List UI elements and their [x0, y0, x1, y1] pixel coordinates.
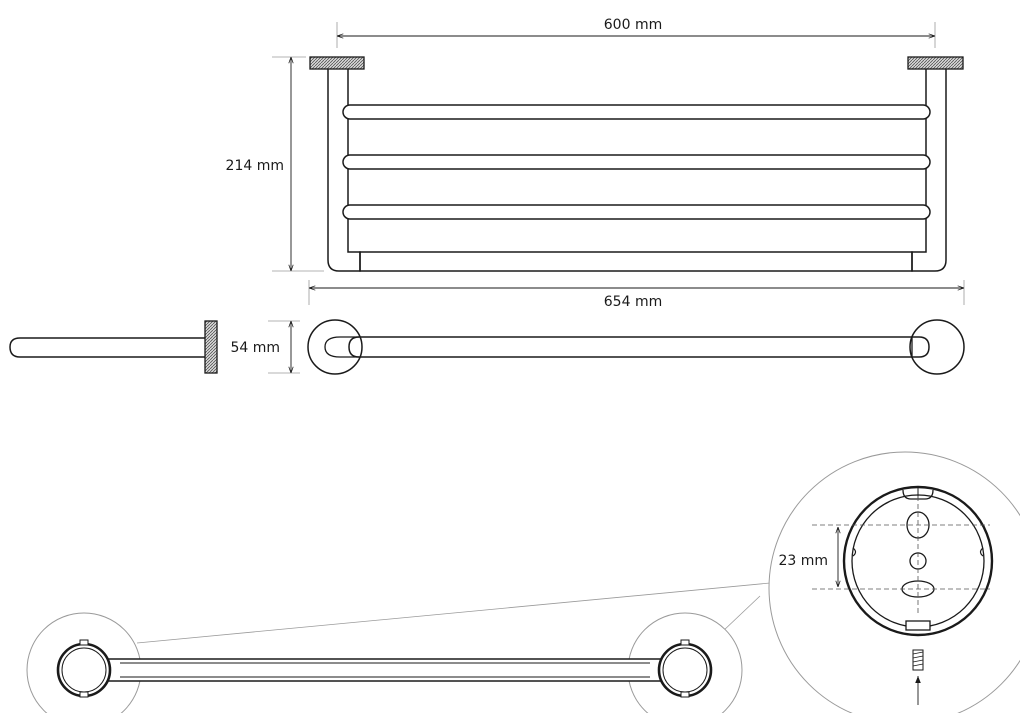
right-arm — [911, 69, 947, 272]
front-view — [309, 56, 964, 272]
top-left-rosette — [307, 319, 363, 375]
left-arm — [327, 69, 361, 272]
zoom-line-bottom — [721, 595, 761, 633]
rail-middle — [342, 154, 931, 170]
dimension-54: 54 mm — [230, 320, 300, 374]
dimension-654: 654 mm — [308, 280, 965, 310]
detail-view: 23 mm — [768, 451, 1020, 713]
set-screw-icon — [912, 649, 924, 671]
left-wall-flange — [309, 56, 365, 70]
dimension-214: 214 mm — [226, 56, 324, 272]
side-flange — [204, 320, 218, 374]
top-right-rosette — [909, 319, 965, 375]
mounting-view — [26, 582, 771, 713]
left-mount-plate — [56, 642, 112, 698]
dimension-600: 600 mm — [336, 17, 936, 48]
depth-label: 54 mm — [230, 340, 280, 356]
mount-bar — [104, 658, 666, 682]
bar-length-label: 600 mm — [604, 17, 662, 33]
zoom-line-top — [136, 582, 771, 644]
total-width-label: 654 mm — [604, 294, 662, 310]
right-mount-plate — [657, 642, 713, 698]
top-bar — [348, 336, 930, 358]
height-label: 214 mm — [226, 158, 284, 174]
rail-bottom — [342, 204, 931, 220]
bottom-tube — [359, 251, 913, 272]
hole-spacing-label: 23 mm — [778, 553, 828, 569]
top-view — [307, 319, 965, 375]
rail-top — [342, 104, 931, 120]
side-arm — [9, 337, 205, 358]
side-view — [9, 320, 218, 374]
right-wall-flange — [907, 56, 964, 70]
